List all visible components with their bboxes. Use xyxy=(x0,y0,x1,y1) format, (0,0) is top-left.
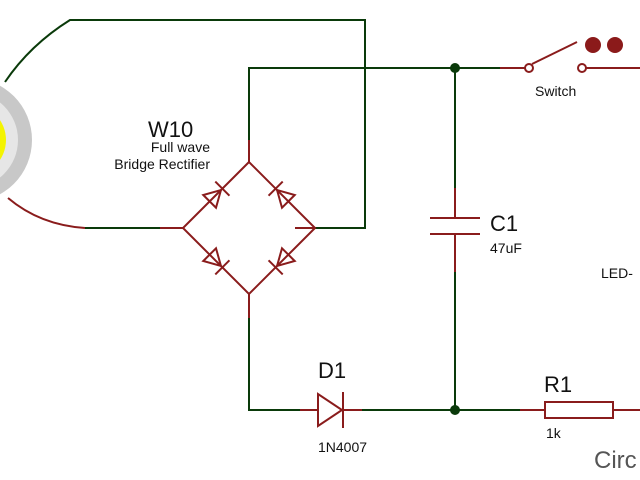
junction-bottom xyxy=(450,405,460,415)
lamp-glow xyxy=(0,120,6,160)
lamp-symbol xyxy=(0,85,32,195)
wire-bottom-rail xyxy=(248,318,300,411)
capacitor-value-label: 47uF xyxy=(490,240,522,256)
rectifier-desc-line2: Bridge Rectifier xyxy=(114,156,210,172)
resistor-name-label: R1 xyxy=(544,372,572,397)
bridge-diode-br xyxy=(267,246,297,276)
diode-name-label: D1 xyxy=(318,358,346,383)
led-label: LED- xyxy=(601,265,633,281)
capacitor-name-label: C1 xyxy=(490,211,518,236)
resistor-r1 xyxy=(520,401,640,419)
wire-lamp-bottom xyxy=(7,197,86,229)
bridge-diode-tr xyxy=(267,180,297,210)
bridge-diode-tl xyxy=(201,180,231,210)
resistor-value-label: 1k xyxy=(546,425,562,441)
rectifier-desc-line1: Full wave xyxy=(151,139,210,155)
switch-symbol xyxy=(500,41,640,73)
junction-top xyxy=(450,63,460,73)
capacitor-c1 xyxy=(430,217,480,235)
wire-top-rail xyxy=(248,67,525,140)
switch-knob-left xyxy=(585,37,601,53)
diode-value-label: 1N4007 xyxy=(318,439,367,455)
switch-label: Switch xyxy=(535,83,576,99)
bridge-diode-bl xyxy=(201,246,231,276)
switch-knob-right xyxy=(607,37,623,53)
lamp-inner xyxy=(0,102,18,178)
watermark-text: Circ xyxy=(594,447,637,474)
rectifier-name-label: W10 xyxy=(148,117,193,142)
bridge-rectifier xyxy=(181,160,317,296)
wire-lamp-top xyxy=(4,19,366,229)
diode-d1 xyxy=(300,392,362,428)
